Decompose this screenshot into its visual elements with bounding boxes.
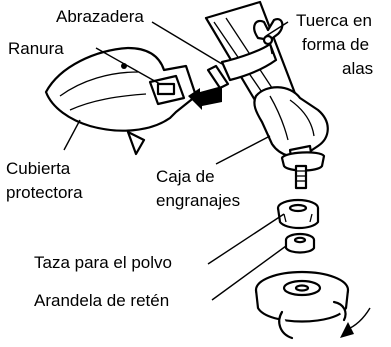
leader-lines (63, 21, 289, 301)
rotation-arrow-icon (340, 307, 371, 338)
dust-cup (276, 198, 320, 230)
gear-housing (253, 86, 329, 190)
trimmer-head (254, 270, 350, 340)
clamp (206, 42, 278, 90)
label-tuerca-line3: alas (342, 59, 373, 78)
label-tuerca-line2: forma de (302, 35, 369, 54)
direction-arrow-icon (188, 86, 222, 110)
label-cubierta-line2: protectora (6, 183, 83, 202)
protective-cover (44, 46, 198, 156)
label-arandela: Arandela de retén (34, 291, 169, 310)
label-caja-line1: Caja de (156, 167, 215, 186)
label-abrazadera: Abrazadera (56, 7, 144, 26)
label-taza: Taza para el polvo (34, 253, 172, 272)
label-tuerca-line1: Tuerca en (296, 11, 372, 30)
label-ranura: Ranura (8, 39, 64, 58)
retaining-washer (284, 232, 316, 254)
label-caja-line2: engranajes (156, 191, 240, 210)
wing-nut-icon (253, 18, 284, 55)
label-cubierta-line1: Cubierta (6, 159, 71, 178)
